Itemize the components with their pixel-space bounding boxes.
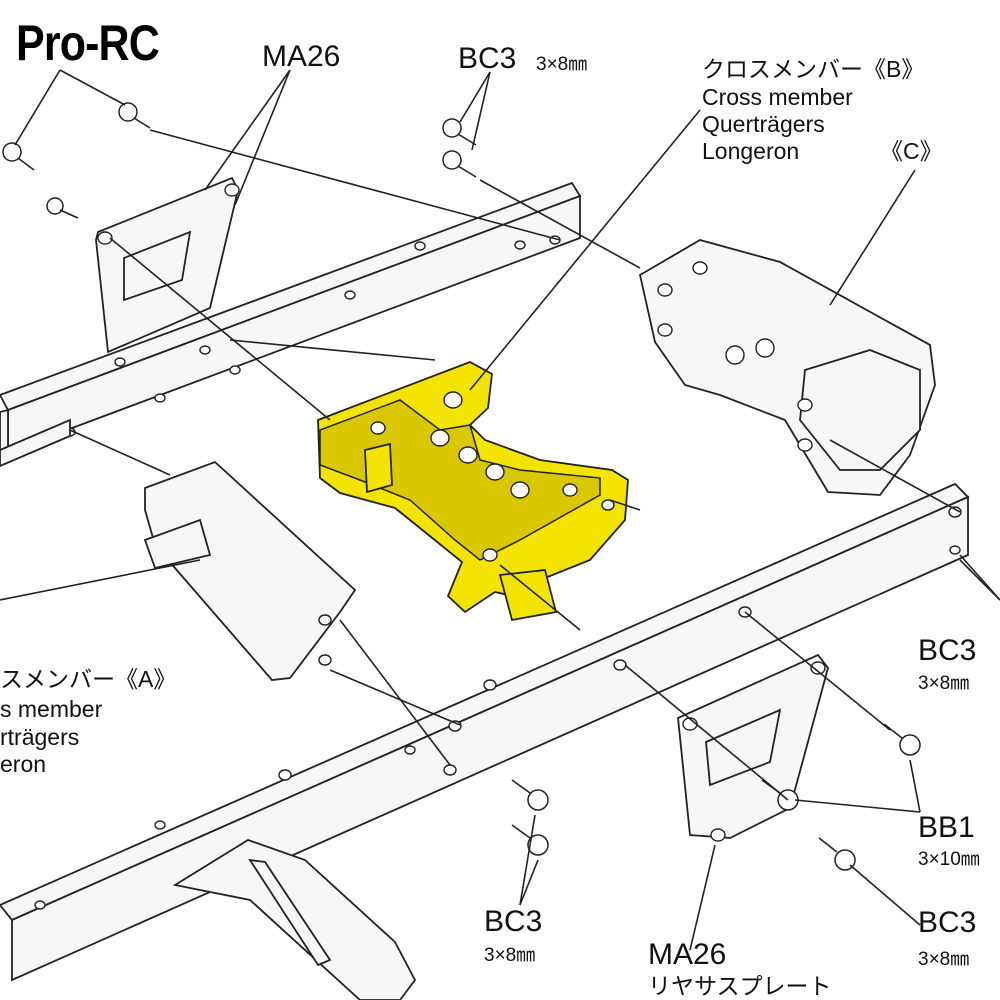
bb1-label: BB1 [918,811,975,844]
bottom-bracket [172,839,417,1000]
left-rail-stub [0,418,71,467]
bc3-top-size: 3×8㎜ [536,54,588,75]
bc3-bottom-label: BC3 [484,905,543,938]
cross-member-a-de-label: rträgers [0,724,80,750]
ma26-top-label: MA26 [262,40,341,73]
upper-chassis-rail [0,181,582,454]
screw-icon [118,102,151,129]
screw-icon [2,142,35,171]
screw-icon [46,197,79,219]
cross-member-a-ja-label: スメンバー《A》 [0,666,177,692]
cross-member-en-label: Cross member [702,84,853,110]
bc3-top-label: BC3 [458,42,517,75]
cross-member-b-highlighted [317,361,629,622]
bc3-bottom-right-label: BC3 [918,906,977,939]
screw-icon [442,150,477,178]
ma26-top-plate [95,176,240,354]
bc3-bottom-right-size: 3×8㎜ [918,949,970,970]
ma26-bottom-label: MA26 [648,938,727,971]
cross-member-b-ja-label: クロスメンバー《B》 [702,56,925,82]
cross-member-c [638,239,936,496]
cross-member-fr-label: Longeron [702,138,800,164]
bc3-right-size: 3×8㎜ [918,673,970,694]
rear-suspension-plate-ja-label: リヤサスプレート [648,973,832,999]
screw-icon [511,779,549,811]
screw-icon [818,837,856,871]
cross-member-de-label: Querträgers [702,111,825,137]
ma26-bottom-plate [677,653,829,842]
screw-icon [442,118,477,146]
cross-member-a-fr-label: eron [0,751,47,777]
bc3-right-label: BC3 [918,634,977,667]
upper-rail-holes [64,235,561,437]
screw-icon [883,723,921,756]
assembly-guides [69,129,1000,801]
brand-watermark: Pro-RC [16,15,160,71]
bb1-size: 3×10㎜ [918,849,980,870]
cross-member-a-en-label: s member [0,696,103,722]
leader-lines [0,69,1000,951]
cross-member-a [143,460,357,681]
screw-icon [511,824,549,856]
cross-member-c-label: 《C》 [880,138,943,164]
bc3-bottom-size: 3×8㎜ [484,945,536,966]
